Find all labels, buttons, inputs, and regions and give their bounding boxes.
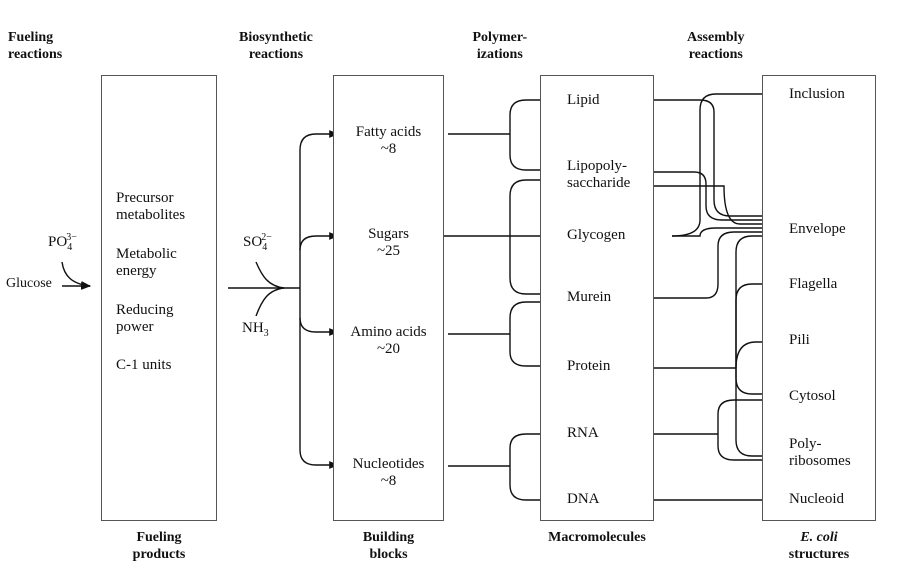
phosphate-sup: 3− — [66, 232, 77, 243]
sulfate-text: SO — [243, 234, 263, 250]
footer-structures-organism: E. coli — [800, 530, 838, 545]
macromolecule-rna: RNA — [567, 425, 599, 441]
footer-structures: E. coli structures — [762, 530, 876, 564]
glucose-label: Glucose — [6, 276, 52, 291]
building-block-nucleotides: Nucleotides ~8 — [333, 456, 444, 491]
sulfate-sup: 2− — [261, 232, 272, 243]
nucleotides-name: Nucleotides — [352, 456, 425, 472]
nucleotides-count: ~8 — [380, 473, 397, 490]
sugars-count: ~25 — [376, 243, 401, 260]
macromolecule-protein: Protein — [567, 358, 611, 374]
amino-acids-count: ~20 — [376, 341, 401, 358]
structure-flagella: Flagella — [789, 276, 838, 292]
structure-nucleoid: Nucleoid — [789, 491, 844, 507]
fueling-products-box — [101, 75, 217, 521]
phosphate-sub: 4 — [67, 242, 73, 253]
header-polymerizations-text: Polymer-izations — [472, 30, 528, 62]
building-block-sugars: Sugars ~25 — [333, 226, 444, 261]
building-block-amino-acids: Amino acids ~20 — [333, 324, 444, 359]
phosphate-text: PO — [48, 234, 68, 250]
structure-pili: Pili — [789, 332, 810, 348]
phosphate-label: PO43− — [48, 232, 83, 253]
macromolecule-lipopolysaccharide: Lipopoly-saccharide — [567, 158, 631, 192]
building-blocks-box — [333, 75, 444, 521]
structure-inclusion: Inclusion — [789, 86, 845, 102]
sulfate-merge — [255, 261, 285, 289]
branch-nucleotides — [299, 318, 339, 469]
macromolecules-box — [540, 75, 654, 521]
structure-envelope: Envelope — [789, 221, 846, 237]
branch-trunk — [299, 130, 339, 288]
fatty-acids-name: Fatty acids — [355, 124, 422, 140]
ammonia-label: NH3 — [242, 320, 269, 339]
fatty-acids-count: ~8 — [380, 141, 397, 158]
macromolecule-dna: DNA — [567, 491, 600, 507]
fueling-item-c1-units: C-1 units — [116, 357, 172, 373]
sulfate-sub: 4 — [262, 242, 268, 253]
macromolecule-murein: Murein — [567, 289, 612, 305]
ammonia-text: NH — [242, 320, 264, 336]
header-polymerizations: Polymer-izations — [473, 30, 528, 64]
macromolecule-lipid: Lipid — [567, 92, 600, 108]
amino-acids-name: Amino acids — [350, 324, 427, 340]
footer-macromolecules: Macromolecules — [548, 530, 646, 545]
structure-cytosol: Cytosol — [789, 388, 836, 404]
sugars-name: Sugars — [368, 226, 409, 242]
branch-sugars — [299, 232, 339, 251]
structures-box — [762, 75, 876, 521]
sulfate-label: SO42− — [243, 232, 278, 253]
macromolecule-glycogen: Glycogen — [567, 227, 626, 243]
structure-polyribosomes: Poly-ribosomes — [789, 436, 851, 470]
footer-structures-text: structures — [788, 546, 850, 562]
ammonia-merge — [255, 287, 285, 317]
building-block-fatty-acids: Fatty acids ~8 — [333, 124, 444, 159]
ammonia-sub: 3 — [263, 328, 269, 339]
phosphate-arrow — [61, 261, 91, 289]
